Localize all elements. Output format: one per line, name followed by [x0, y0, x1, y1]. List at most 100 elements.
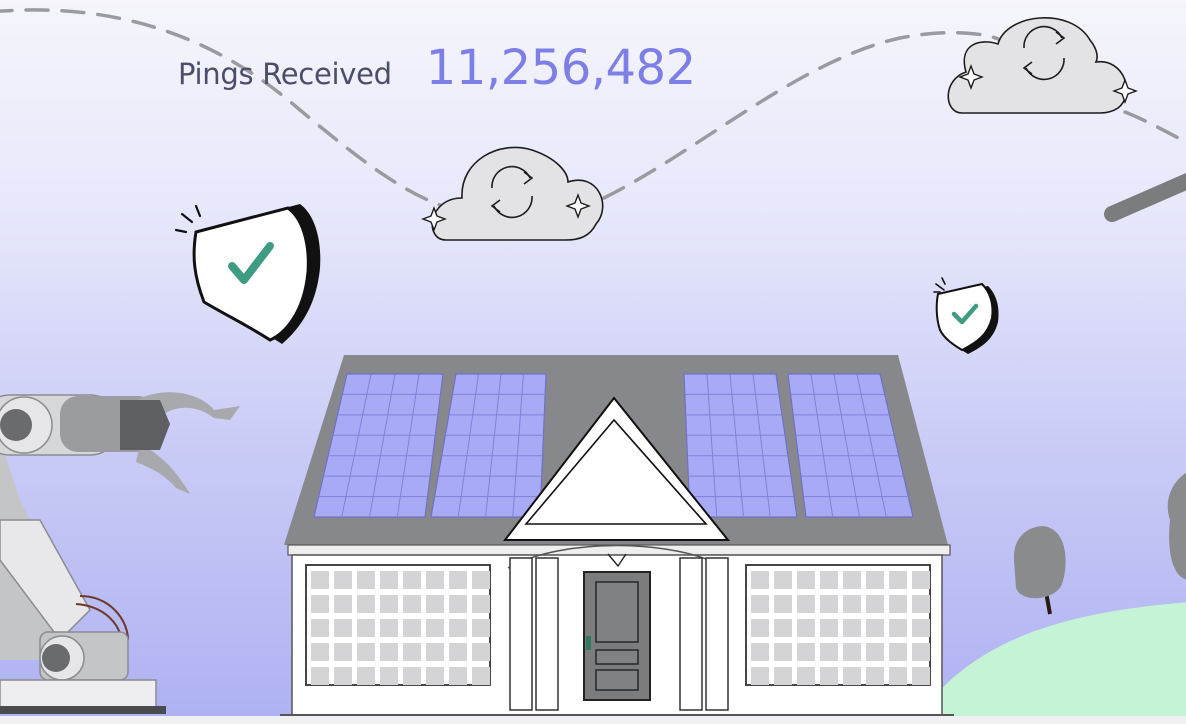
- window-pane: [751, 595, 769, 613]
- sparkle-icon: [1112, 78, 1138, 104]
- sync-cloud: [947, 17, 1138, 114]
- tree: [1013, 526, 1066, 615]
- window-pane: [334, 643, 352, 661]
- window-pane: [472, 571, 490, 589]
- solar-panel: [313, 373, 444, 518]
- panel-gridline: [512, 373, 524, 518]
- window-pane: [449, 619, 467, 637]
- window-pane: [357, 643, 375, 661]
- ground: [0, 716, 1186, 724]
- window-pane: [380, 619, 398, 637]
- window-pane: [380, 595, 398, 613]
- window-pane: [380, 667, 398, 685]
- window-pane: [866, 595, 884, 613]
- front-door: [583, 553, 651, 701]
- window-pane: [843, 643, 861, 661]
- sync-icon: [1022, 25, 1066, 81]
- window-pane: [426, 595, 444, 613]
- solar-panel-array: [313, 373, 914, 518]
- panel-gridline: [457, 373, 479, 518]
- solar-panel-grid: [318, 373, 909, 518]
- shield-check-icon: [933, 277, 999, 354]
- window-pane: [426, 571, 444, 589]
- window-pane: [912, 571, 930, 589]
- window-pane: [311, 643, 329, 661]
- window-pane: [912, 667, 930, 685]
- window-pane: [357, 667, 375, 685]
- window-pane: [449, 643, 467, 661]
- window-pane: [797, 595, 815, 613]
- window-pane: [334, 571, 352, 589]
- window-pane: [426, 643, 444, 661]
- window-pane: [380, 571, 398, 589]
- window-pane: [820, 619, 838, 637]
- solar-house: [280, 355, 954, 718]
- window-pane: [774, 643, 792, 661]
- panel-gridline: [856, 373, 887, 518]
- window-pane: [311, 571, 329, 589]
- signal-path: [602, 30, 1002, 200]
- gable: [502, 396, 731, 541]
- window-pane: [866, 571, 884, 589]
- window-pane: [334, 595, 352, 613]
- window-pane: [334, 619, 352, 637]
- window-pane: [403, 643, 421, 661]
- window-pane: [843, 667, 861, 685]
- window-pane: [472, 667, 490, 685]
- window-pane: [472, 643, 490, 661]
- solar-panel: [787, 373, 914, 518]
- window-pane: [380, 643, 398, 661]
- panel-gridline: [810, 373, 834, 518]
- window-pane: [357, 619, 375, 637]
- window-pane: [449, 595, 467, 613]
- window-pane: [357, 571, 375, 589]
- columns: [509, 557, 729, 711]
- window-pane: [357, 595, 375, 613]
- tree: [1167, 473, 1186, 580]
- window-pane: [311, 595, 329, 613]
- panel-gridline: [485, 373, 502, 518]
- window-pane: [472, 619, 490, 637]
- panel-gridline: [396, 373, 420, 518]
- pings-stat: Pings Received 11,256,482: [178, 40, 696, 96]
- window-pane: [472, 595, 490, 613]
- window-pane: [774, 595, 792, 613]
- window-pane: [403, 571, 421, 589]
- hill: [940, 602, 1186, 724]
- sync-cloud: [421, 146, 604, 241]
- window-pane: [889, 571, 907, 589]
- pole: [1104, 173, 1186, 222]
- robot-arm: [0, 392, 240, 714]
- solar-panel: [683, 373, 798, 518]
- window-pane: [449, 571, 467, 589]
- window-pane: [774, 667, 792, 685]
- panel-gridline: [729, 373, 744, 518]
- window-pane: [403, 667, 421, 685]
- window-pane: [866, 619, 884, 637]
- window-pane: [797, 667, 815, 685]
- panel-gridline: [752, 373, 771, 518]
- window-pane: [889, 667, 907, 685]
- panel-gridline: [706, 373, 718, 518]
- window-pane: [334, 667, 352, 685]
- window-pane: [449, 667, 467, 685]
- window-pane: [912, 643, 930, 661]
- window-pane: [751, 571, 769, 589]
- window-pane: [889, 643, 907, 661]
- window-pane: [820, 643, 838, 661]
- sparkle-icon: [421, 206, 447, 232]
- window-pane: [889, 619, 907, 637]
- window-pane: [797, 643, 815, 661]
- window-pane: [311, 619, 329, 637]
- window-pane: [820, 595, 838, 613]
- window-pane: [426, 667, 444, 685]
- window-pane: [912, 619, 930, 637]
- window-pane: [820, 571, 838, 589]
- window-pane: [843, 595, 861, 613]
- window-pane: [797, 619, 815, 637]
- panel-gridline: [341, 373, 372, 518]
- window-pane: [866, 643, 884, 661]
- window-panes: [311, 571, 930, 685]
- window-pane: [889, 595, 907, 613]
